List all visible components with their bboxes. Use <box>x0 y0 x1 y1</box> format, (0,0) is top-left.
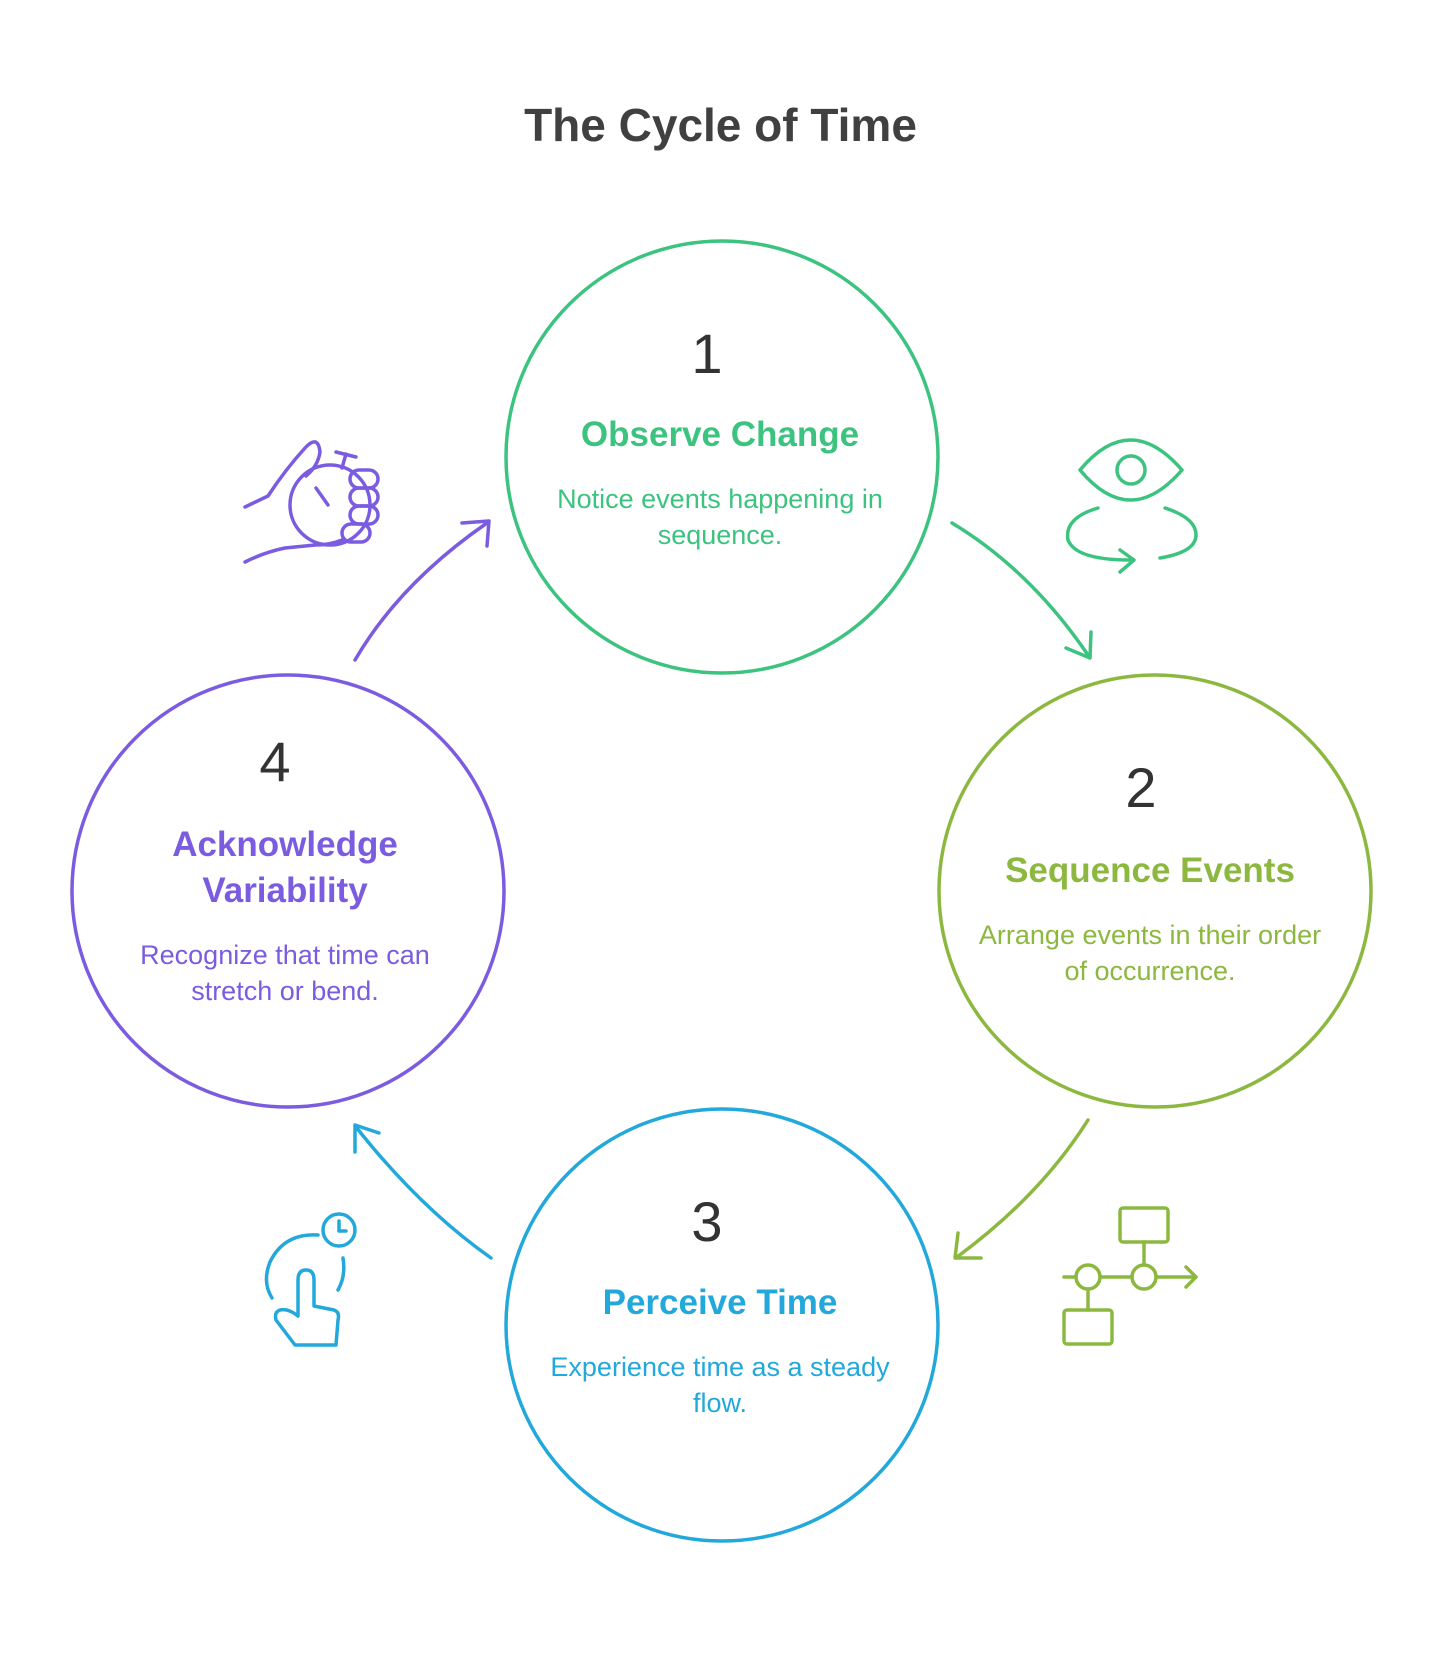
step-4-title: Acknowledge Variability <box>172 825 398 910</box>
arrow-1-to-2 <box>950 521 1093 660</box>
arrow-2-to-3 <box>953 1118 1090 1260</box>
arrow-4-to-1 <box>353 519 491 662</box>
step-2-title: Sequence Events <box>1005 851 1295 890</box>
eye-rotate-icon <box>1065 438 1198 574</box>
hand-stopwatch-icon <box>243 440 380 564</box>
step-2-number: 2 <box>1125 756 1157 819</box>
step-1-circle <box>504 239 940 675</box>
step-2-description: Arrange events in their order of occurre… <box>978 920 1322 986</box>
step-1-description: Notice events happening in sequence. <box>557 484 883 550</box>
arrow-3-to-4 <box>353 1123 493 1260</box>
step-3-circle <box>504 1107 940 1543</box>
step-4-description: Recognize that time can stretch or bend. <box>140 940 430 1006</box>
step-1-title: Observe Change <box>580 415 860 454</box>
touch-clock-icon <box>264 1212 357 1347</box>
step-3-title: Perceive Time <box>602 1283 838 1322</box>
step-1-number: 1 <box>691 322 723 385</box>
step-4-circle <box>70 673 506 1109</box>
step-4-number: 4 <box>259 730 291 793</box>
step-2-circle <box>937 673 1373 1109</box>
step-3-number: 3 <box>691 1190 723 1253</box>
step-3-description: Experience time as a steady flow. <box>550 1352 890 1418</box>
diagram-title: The Cycle of Time <box>524 99 917 151</box>
flowchart-icon <box>1062 1206 1198 1346</box>
